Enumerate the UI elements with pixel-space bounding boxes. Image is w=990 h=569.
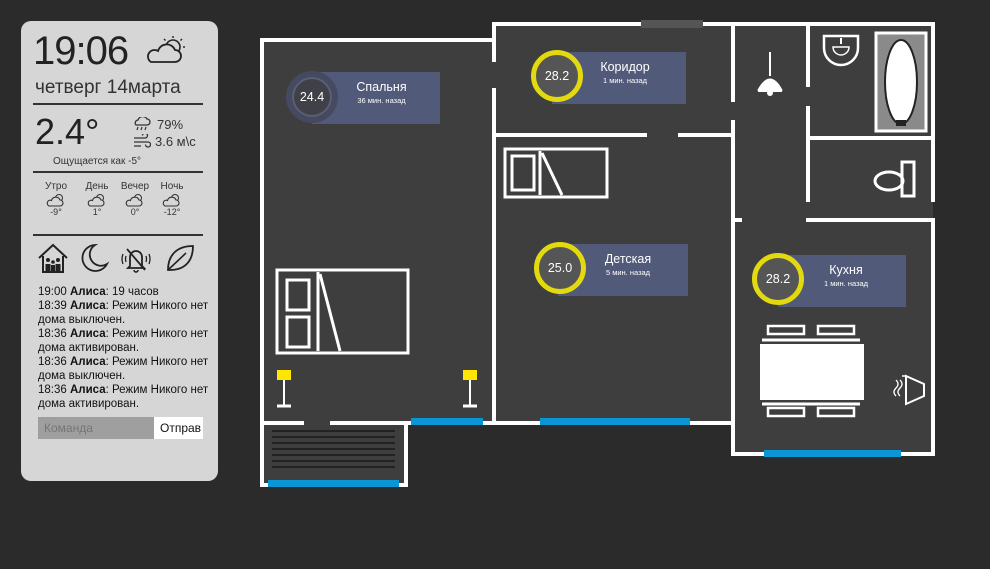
room-temperature: 25.0 — [547, 261, 573, 275]
partly-cloudy-icon — [162, 194, 180, 207]
forecast-night: Ночь -12° — [152, 181, 192, 217]
forecast-label: Утро — [44, 181, 68, 192]
room-updated: 36 мин. назад — [357, 96, 406, 105]
forecast-label: День — [85, 181, 109, 192]
entrance-door[interactable] — [641, 20, 703, 28]
log-entry: 18:36 Алиса: Режим Никого нет дома актив… — [38, 384, 209, 410]
temperature-badge: 28.2 — [531, 50, 583, 102]
room-name: Кухня — [829, 263, 863, 277]
bed-icon — [275, 268, 410, 355]
clock-time: 19:06 — [33, 29, 129, 73]
bed-icon — [503, 147, 609, 199]
partly-cloudy-icon — [46, 194, 64, 207]
mode-buttons — [37, 242, 202, 274]
command-input[interactable] — [38, 417, 154, 439]
forecast-label: Ночь — [160, 181, 184, 192]
log-entry: 18:36 Алиса: Режим Никого нет дома актив… — [38, 328, 209, 354]
event-log: 19:00 Алиса: 19 часов 18:39 Алиса: Режим… — [38, 285, 213, 411]
walls — [260, 22, 935, 487]
floor-lamp-icon[interactable] — [463, 370, 477, 408]
room-name: Детская — [604, 252, 652, 266]
partly-cloudy-icon — [147, 36, 185, 63]
clock-date: четверг 14марта — [35, 77, 181, 98]
wind-value: 3.6 м\с — [155, 134, 196, 149]
temperature-badge: 24.4 — [286, 71, 338, 123]
forecast-temp: -9° — [50, 207, 62, 217]
partly-cloudy-icon — [87, 194, 105, 207]
room-temperature: 24.4 — [299, 90, 325, 104]
room-updated: 5 мин. назад — [605, 268, 651, 277]
eco-mode-icon[interactable] — [164, 242, 196, 274]
humidity-value: 79% — [157, 117, 184, 132]
outdoor-temperature: 2.4° — [35, 111, 100, 152]
wind-icon — [134, 134, 151, 148]
feels-like: Ощущается как -5° — [53, 156, 141, 167]
dining-table-icon — [760, 324, 864, 418]
log-entry: 19:00 Алиса: 19 часов — [38, 286, 159, 298]
forecast-morning: Утро -9° — [36, 181, 76, 217]
divider — [33, 171, 203, 173]
ceiling-lamp-icon[interactable] — [757, 52, 783, 96]
room-name: Коридор — [600, 60, 650, 74]
home-mode-icon[interactable] — [37, 242, 69, 274]
forecast-label: Вечер — [120, 181, 150, 192]
toilet-icon — [873, 160, 916, 198]
alarm-off-icon[interactable] — [120, 242, 152, 274]
temperature-badge: 25.0 — [534, 242, 586, 294]
floor-lamp-icon[interactable] — [277, 370, 291, 408]
log-entry: 18:39 Алиса: Режим Никого нет дома выклю… — [38, 300, 209, 326]
send-button[interactable]: Отправ — [154, 417, 203, 439]
room-temperature: 28.2 — [765, 272, 791, 286]
night-mode-icon[interactable] — [78, 242, 110, 274]
sink-icon — [822, 34, 860, 67]
forecast-day: День 1° — [77, 181, 117, 217]
room-updated: 1 мин. назад — [823, 279, 869, 288]
room-temperature: 28.2 — [544, 69, 570, 83]
balcony-radiator — [272, 430, 395, 468]
room-card-kids[interactable]: Детская 5 мин. назад — [558, 244, 688, 296]
humidity-icon — [134, 117, 151, 131]
info-panel: 19:06 четверг 14марта 2.4° 79% 3.6 м\с О… — [21, 21, 218, 481]
partly-cloudy-icon — [125, 194, 143, 207]
bathtub-icon — [874, 31, 928, 133]
log-entry: 18:36 Алиса: Режим Никого нет дома выклю… — [38, 356, 209, 382]
temperature-badge: 28.2 — [752, 253, 804, 305]
forecast-temp: 0° — [130, 207, 140, 217]
room-name: Спальня — [356, 80, 407, 94]
divider — [33, 103, 203, 105]
forecast-temp: -12° — [163, 207, 181, 217]
divider — [33, 234, 203, 236]
room-updated: 1 мин. назад — [602, 76, 648, 85]
forecast-temp: 1° — [92, 207, 102, 217]
windows — [268, 418, 901, 487]
forecast-evening: Вечер 0° — [115, 181, 155, 217]
extractor-hood-icon[interactable] — [893, 374, 925, 406]
